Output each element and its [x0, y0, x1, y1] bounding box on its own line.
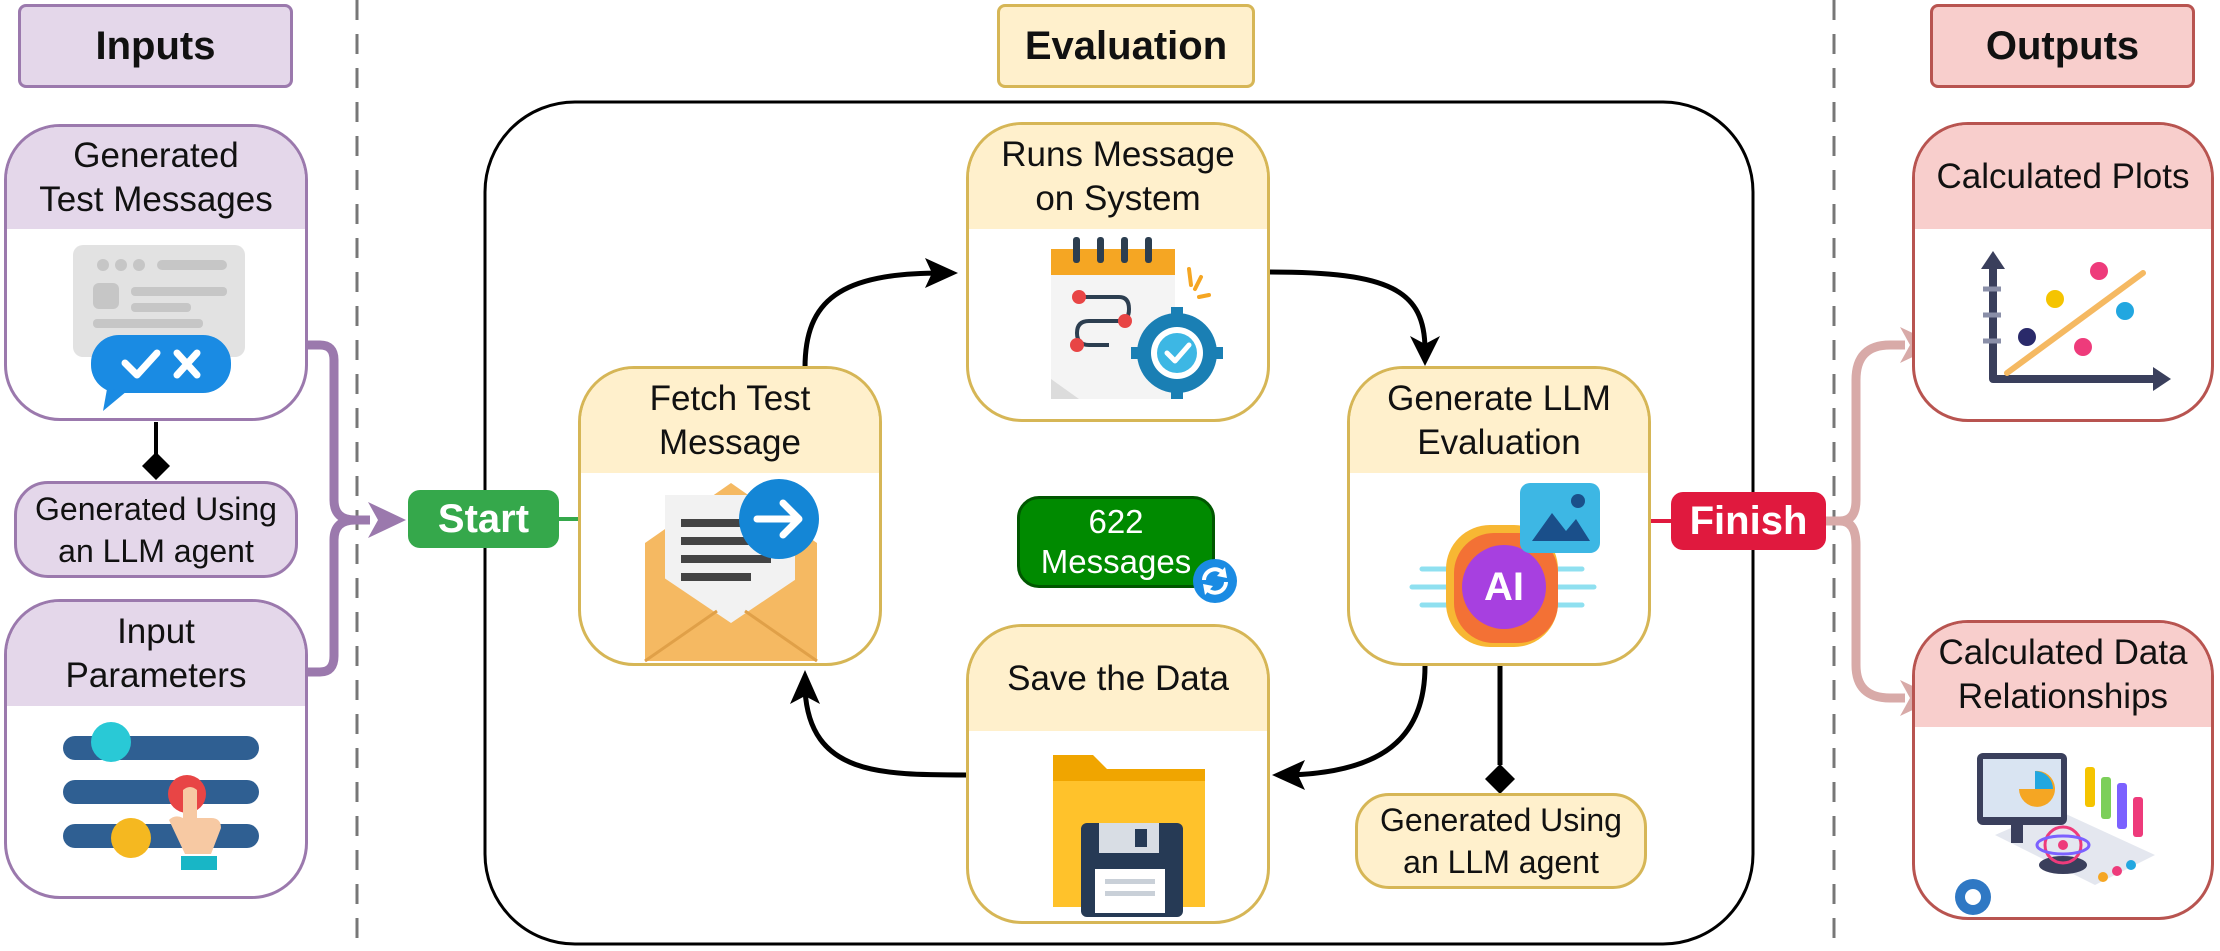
card-fetch-test-message: Fetch Test Message: [578, 366, 882, 666]
card-generated-test-messages: Generated Test Messages: [4, 124, 308, 421]
sliders-hand-icon: [63, 722, 259, 870]
generate-note-diamond: [1485, 764, 1515, 794]
arrow-generate-to-save: [1289, 665, 1428, 778]
header-evaluation: Evaluation: [997, 4, 1255, 88]
calendar-gear-icon: [1051, 237, 1223, 399]
input-arrowhead: [368, 502, 406, 538]
card-title: Input Parameters: [7, 602, 305, 706]
input-connector-bottom: [308, 515, 370, 677]
arrow-fetch-to-runs: [802, 268, 944, 369]
card-generate-llm-evaluation: Generate LLM Evaluation AI: [1347, 366, 1651, 666]
arrow-runs-to-generate: [1269, 269, 1428, 351]
card-calculated-data-relationships: Calculated Data Relationships: [1912, 620, 2214, 920]
output-connector-bottom: [1826, 516, 1905, 703]
card-title: Generated Test Messages: [7, 127, 305, 229]
card-title: Fetch Test Message: [581, 369, 879, 473]
note-link-diamond: [142, 452, 170, 480]
card-runs-message-on-system: Runs Message on System: [966, 122, 1270, 422]
folder-floppy-icon: [1053, 755, 1205, 917]
chat-checklist-icon: [73, 245, 245, 411]
note-generated-using-llm-inputs: Generated Using an LLM agent: [14, 481, 298, 578]
message-counter: 622 Messages: [1017, 496, 1215, 588]
card-title: Calculated Data Relationships: [1915, 623, 2211, 727]
analytics-dashboard-icon: [1955, 753, 2155, 915]
finish-pill: Finish: [1671, 492, 1826, 550]
svg-text:AI: AI: [1484, 565, 1524, 609]
card-save-the-data: Save the Data: [966, 624, 1270, 924]
header-inputs: Inputs: [18, 4, 293, 88]
envelope-arrow-icon: [644, 479, 819, 663]
card-title: Generate LLM Evaluation: [1350, 369, 1648, 473]
header-outputs: Outputs: [1930, 4, 2195, 88]
card-input-parameters: Input Parameters: [4, 599, 308, 899]
input-connector-top: [308, 340, 370, 525]
card-title: Calculated Plots: [1915, 125, 2211, 229]
arrow-save-to-fetch: [802, 689, 968, 778]
refresh-icon: [1193, 559, 1237, 603]
output-connector-top: [1826, 340, 1905, 526]
ai-chip-icon: AI: [1409, 483, 1600, 647]
scatter-plot-icon: [1981, 251, 2171, 391]
start-pill: Start: [408, 490, 559, 548]
card-title: Runs Message on System: [969, 125, 1267, 229]
card-title: Save the Data: [969, 627, 1267, 731]
note-generated-using-llm-evaluation: Generated Using an LLM agent: [1355, 793, 1647, 889]
card-calculated-plots: Calculated Plots: [1912, 122, 2214, 422]
